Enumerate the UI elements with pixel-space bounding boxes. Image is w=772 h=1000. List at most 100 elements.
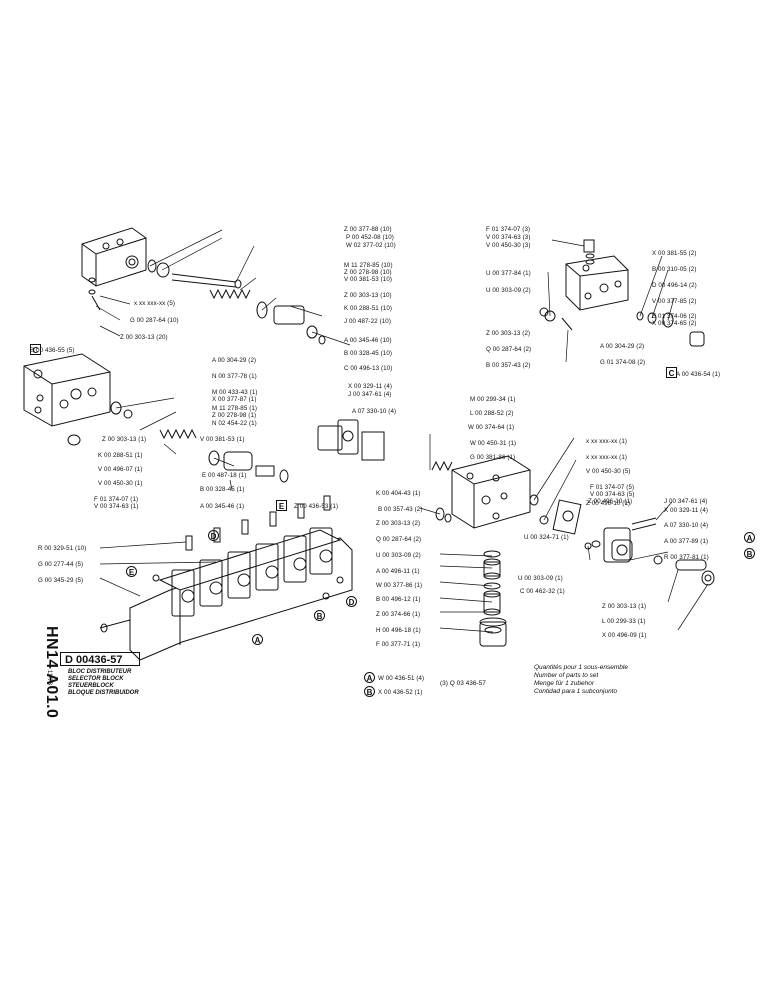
part-label: R 00 377-81 (1) xyxy=(664,554,709,561)
part-label: A 00 345-46 (1) xyxy=(200,503,245,510)
part-label: H 00 496-18 (1) xyxy=(376,627,421,634)
callout-letter-c: C xyxy=(666,367,677,378)
part-label: A 00 377-89 (1) xyxy=(664,538,709,545)
part-label: M 00 299-34 (1) xyxy=(470,396,516,403)
right-lower-assembly xyxy=(584,517,715,586)
callout-letter-b: B xyxy=(314,610,325,621)
part-label: F 01 374-07 (1) xyxy=(94,496,139,503)
part-label: G 00 287-64 (10) xyxy=(130,317,179,324)
part-label: L 00 299-33 (1) xyxy=(602,618,646,625)
part-label: X 00 377-87 (1) xyxy=(212,396,257,403)
callout-letter-d: D xyxy=(208,530,219,541)
part-label: N 02 454-22 (1) xyxy=(212,420,257,427)
quantities-note-fr: Quantités pour 1 sous-ensemble xyxy=(534,664,628,671)
reference-note: (3) Q 03 436-57 xyxy=(440,680,486,687)
part-label: X 00 329-11 (4) xyxy=(348,383,393,390)
callout-letter-e: E xyxy=(276,500,287,511)
callout-letter-c: C xyxy=(30,344,41,355)
part-label: W 00 450-31 (1) xyxy=(470,440,517,447)
part-label: B 00 496-12 (1) xyxy=(376,596,421,603)
part-label: Z 00 377-88 (10) xyxy=(344,226,392,233)
part-label: x xx xxx-xx (1) xyxy=(586,438,628,445)
part-label: V 00 381-53 (10) xyxy=(344,276,393,283)
part-label: P 00 452-08 (10) xyxy=(346,234,394,241)
part-label: M 00 433-43 (1) xyxy=(212,389,258,396)
side-date: 11-73 xyxy=(46,670,52,685)
part-label: A 00 304-29 (2) xyxy=(600,343,645,350)
part-label: G 00 345-29 (5) xyxy=(38,577,84,584)
part-label: Z 00 278-98 (1) xyxy=(212,412,257,419)
part-label: N 00 377-78 (1) xyxy=(212,373,257,380)
part-label: M 11 278-85 (10) xyxy=(344,262,393,269)
part-label: V 00 374-63 (5) xyxy=(590,491,635,498)
title-fr: BLOC DISTRIBUTEUR xyxy=(68,669,132,675)
part-label: K 00 404-43 (1) xyxy=(376,490,421,497)
quantities-note-es: Contidad para 1 subconjunto xyxy=(534,688,618,695)
part-label: A 00 496-11 (1) xyxy=(376,568,420,575)
title-en: SELECTOR BLOCK xyxy=(68,676,124,682)
part-label: L 00 288-52 (2) xyxy=(470,410,514,417)
part-label: X 00 496-09 (1) xyxy=(602,632,647,639)
part-label: W 02 377-02 (10) xyxy=(346,242,396,249)
part-label: Z 00 303-13 (2) xyxy=(486,330,531,337)
part-label: W 00 377-86 (1) xyxy=(376,582,423,589)
part-label: R 00 329-51 (10) xyxy=(38,545,87,552)
part-label: x xx xxx-xx (5) xyxy=(134,300,176,307)
title-es: BLOQUE DISTRIBUIDOR xyxy=(68,690,139,696)
part-label: U 00 324-71 (1) xyxy=(524,534,569,541)
part-label: C 00 496-13 (10) xyxy=(344,365,393,372)
upper-left-valve-block xyxy=(81,227,326,345)
part-label: Z 00 303-13 (1) xyxy=(102,436,147,443)
part-label: A 00 345-46 (10) xyxy=(344,337,392,344)
part-label: Q 00 287-64 (2) xyxy=(486,346,532,353)
legend-letter-b: B xyxy=(364,686,375,697)
part-label: B 00 357-43 (2) xyxy=(378,506,423,513)
part-label: V 00 450-30 (5) xyxy=(586,468,631,475)
part-label: B 00 357-43 (2) xyxy=(486,362,531,369)
callout-letter-a: A xyxy=(744,532,755,543)
quantities-note-de: Menge für 1 zubehor xyxy=(534,680,594,687)
ring-stack xyxy=(479,550,507,647)
part-label: B 00 328-45 (1) xyxy=(200,486,245,493)
part-label: U 00 303-09 (1) xyxy=(518,575,563,582)
part-label: M 11 278-85 (1) xyxy=(212,405,258,412)
part-label: Z 00 303-13 (10) xyxy=(344,292,392,299)
part-label: V 00 450-30 (3) xyxy=(486,242,531,249)
quantities-note-en: Number of parts to set xyxy=(534,672,599,679)
document-code: D 00436-57 xyxy=(60,652,140,666)
part-label: Z 00 436-53 (1) xyxy=(294,503,339,510)
part-label: J 00 347-61 (4) xyxy=(348,391,392,398)
part-label: X 00 381-55 (2) xyxy=(652,250,697,257)
part-label: C 00 462-32 (1) xyxy=(520,588,565,595)
left-valve-block xyxy=(23,353,289,483)
callout-letter-e: E xyxy=(126,566,137,577)
part-label: Z 00 303-13 (20) xyxy=(120,334,168,341)
part-label: U 00 303-09 (2) xyxy=(486,287,531,294)
part-label: Z 00 496-10 (1) xyxy=(588,498,633,505)
part-label: J 00 487-22 (10) xyxy=(344,318,392,325)
upper-right-valve-block xyxy=(539,239,705,347)
part-label: E 00 487-18 (1) xyxy=(202,472,247,479)
part-label: G 00 277-44 (5) xyxy=(38,561,84,568)
part-label: x xx xxx-xx (1) xyxy=(586,454,628,461)
part-label: D 00 496-14 (2) xyxy=(652,282,697,289)
part-label: V 00 450-30 (1) xyxy=(98,480,143,487)
part-label: A 00 304-29 (2) xyxy=(212,357,257,364)
callout-letter-d: D xyxy=(346,596,357,607)
part-label: B 00 310-05 (2) xyxy=(652,266,697,273)
part-label: F 01 374-07 (3) xyxy=(486,226,531,233)
part-label: G 01 374-08 (2) xyxy=(600,359,646,366)
selector-block-assembly xyxy=(99,495,353,661)
part-label: J 00 347-61 (4) xyxy=(664,498,708,505)
part-label: Q 00 287-64 (2) xyxy=(376,536,422,543)
part-label: Z 00 374-66 (1) xyxy=(376,611,421,618)
part-label: Z 00 496-10 (1) xyxy=(586,500,631,507)
part-label: Z 00 278-98 (10) xyxy=(344,269,392,276)
part-label: G 00 381-86 (1) xyxy=(470,454,516,461)
part-label: F 01 374-07 (5) xyxy=(590,484,635,491)
part-label: B 00 328-45 (10) xyxy=(344,350,393,357)
part-label: V 00 381-53 (1) xyxy=(200,436,245,443)
part-label: V 00 496-07 (1) xyxy=(98,466,143,473)
part-label: U 00 377-84 (1) xyxy=(486,270,531,277)
